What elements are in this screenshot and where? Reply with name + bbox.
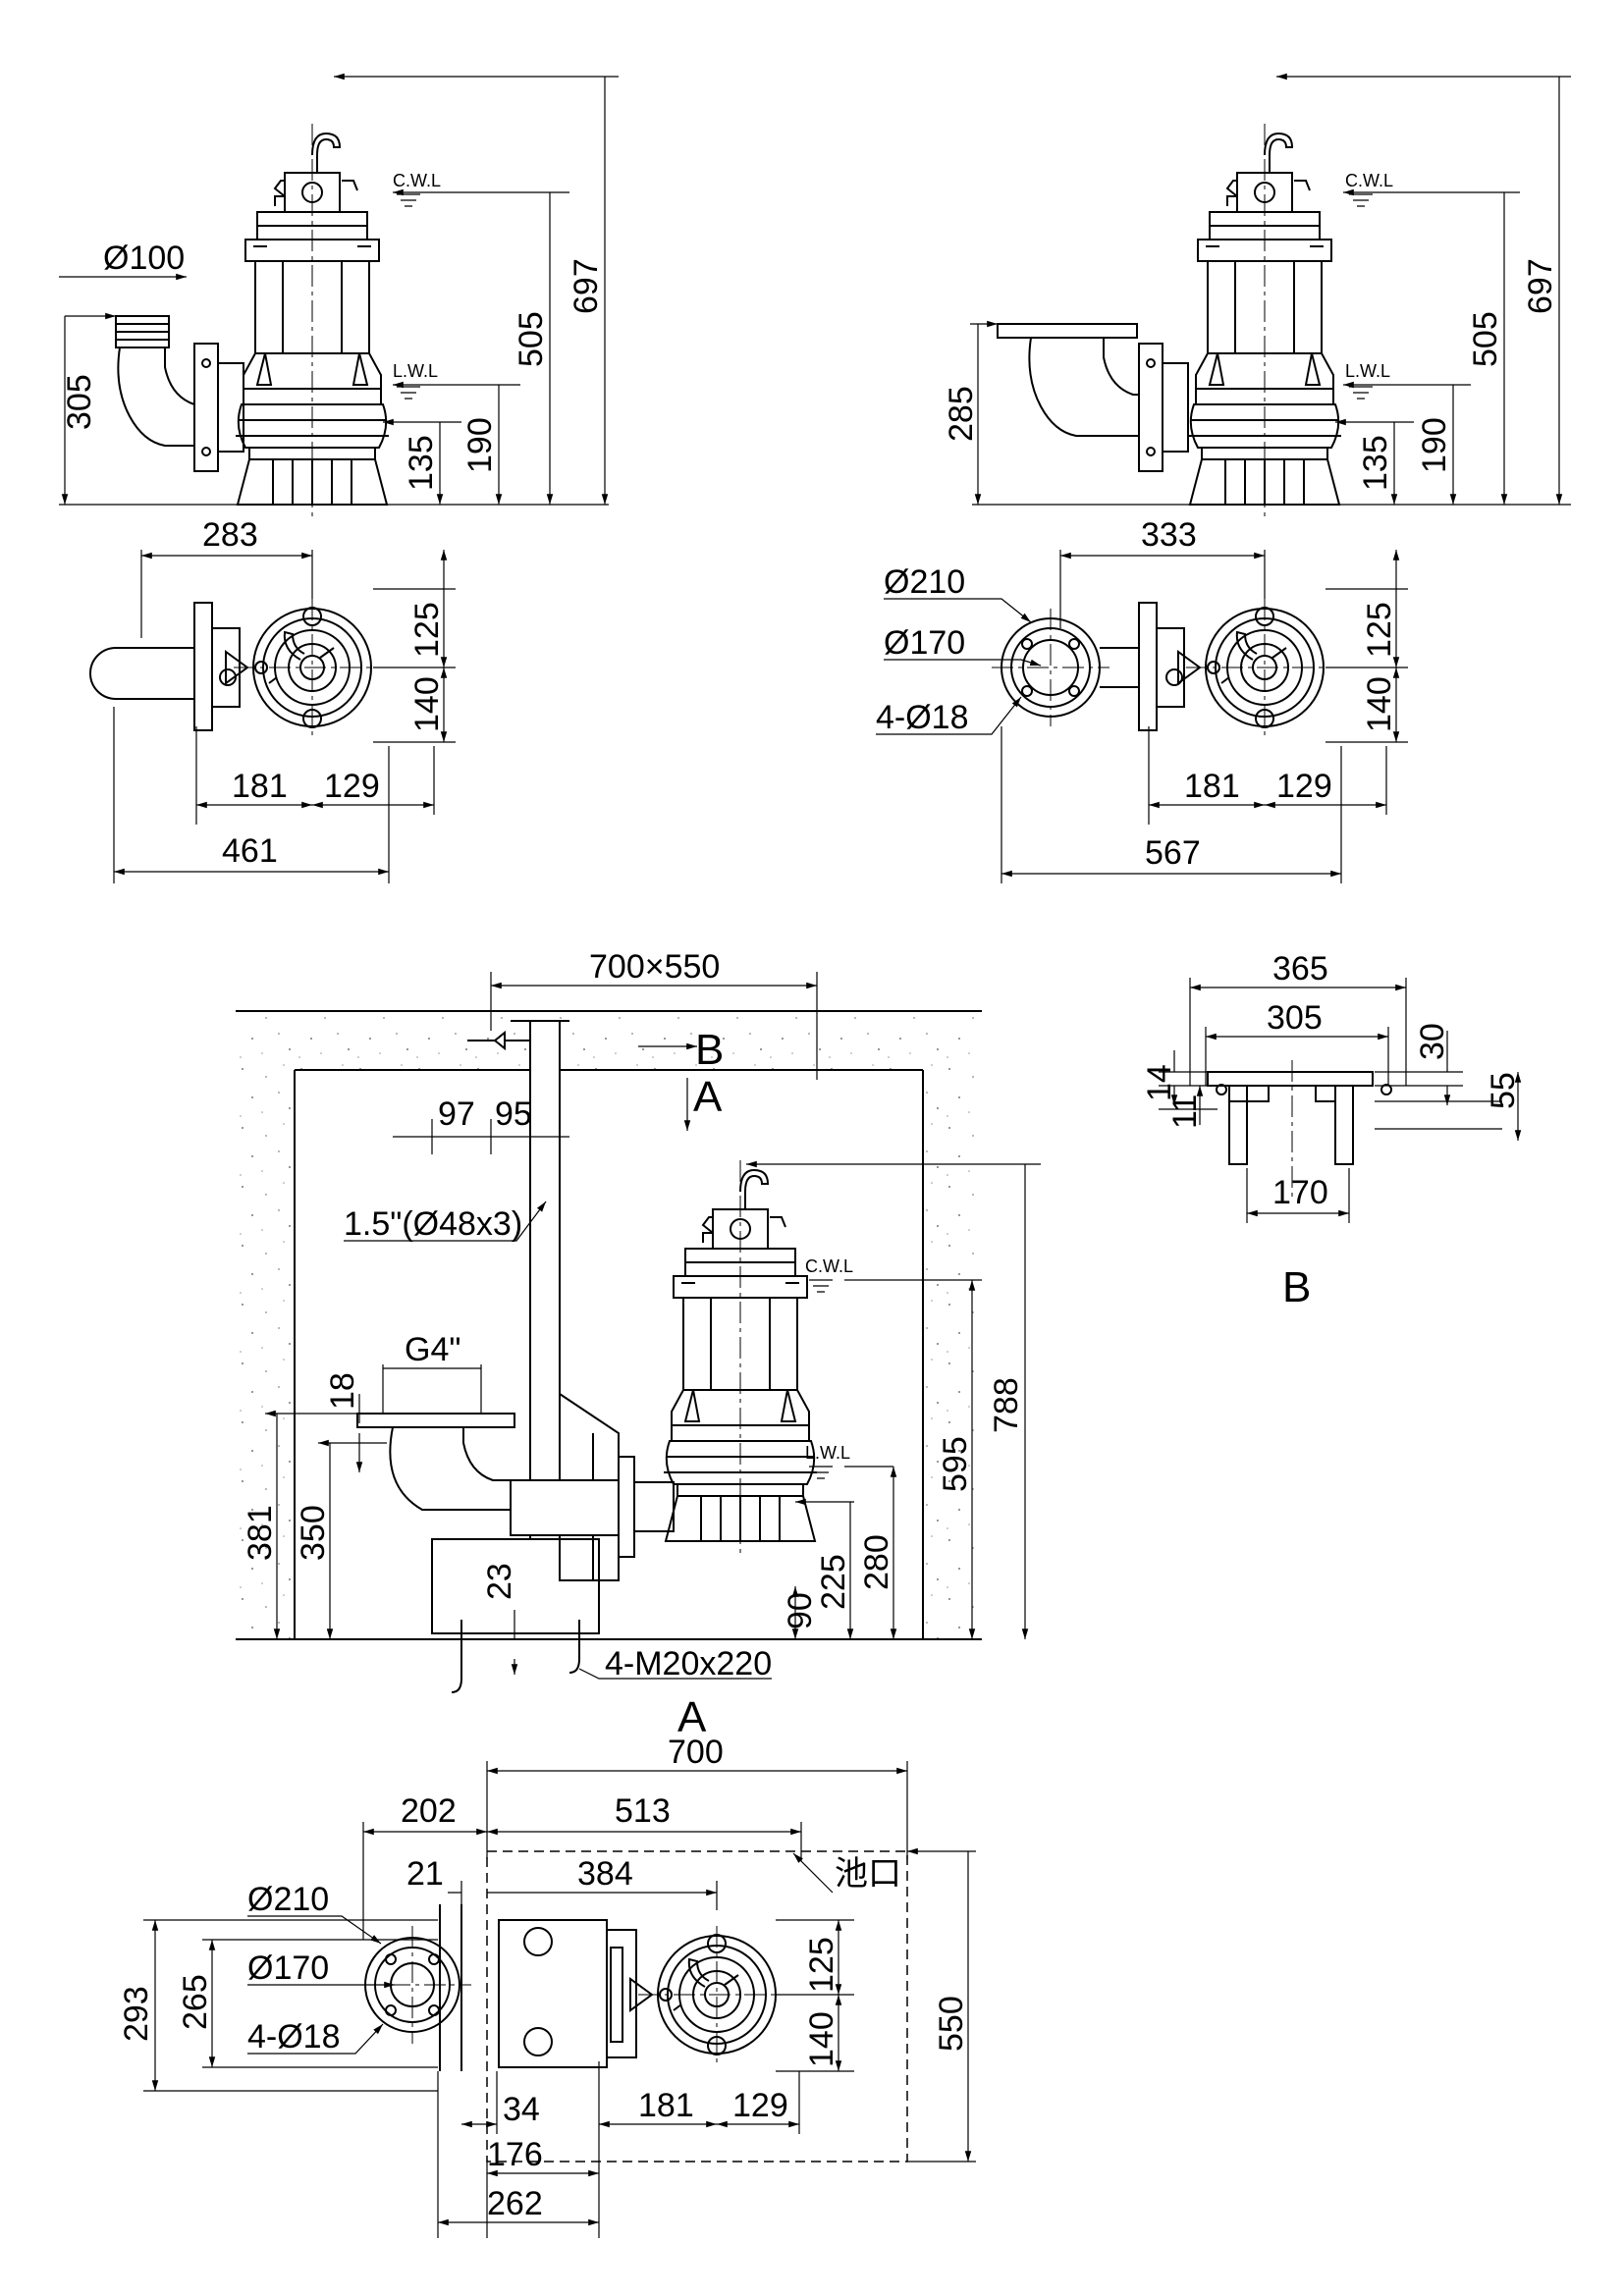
dim-170: 170 [1272,1174,1328,1211]
dim-225: 225 [815,1554,852,1610]
lwl-label: L.W.L [1345,361,1390,381]
dim-513: 513 [615,1792,671,1830]
dim-176: 176 [487,2136,543,2173]
dim-125: 125 [803,1937,840,1993]
dim-21: 21 [406,1855,444,1893]
dim-holes: 4-Ø18 [247,2018,341,2056]
dim-505: 505 [513,311,550,367]
plan-view-left: 283 125 140 181 129 461 [89,516,456,883]
dim-55: 55 [1485,1072,1522,1109]
dim-181: 181 [638,2087,694,2124]
dim-550: 550 [933,1996,970,2052]
dim-pit: 700×550 [589,948,720,986]
dim-190: 190 [1416,417,1453,473]
pipe-label: 1.5"(Ø48x3) [344,1205,522,1243]
dim-181: 181 [232,768,288,805]
dim-125: 125 [408,602,446,658]
dim-190: 190 [461,417,499,473]
dim-202: 202 [401,1792,457,1830]
dim-phi170: Ø170 [247,1949,329,1987]
dim-265: 265 [177,1974,214,2030]
dim-phi170: Ø170 [884,624,965,662]
dim-140: 140 [803,2011,840,2067]
dim-381: 381 [242,1505,279,1561]
dim-phi100: Ø100 [103,240,185,277]
section-mark-a-top: A [693,1073,723,1121]
dim-305: 305 [61,374,98,430]
pool-label: 池口 [835,1855,901,1893]
dim-285: 285 [943,386,980,442]
dim-125: 125 [1361,602,1398,658]
dim-567: 567 [1145,834,1201,872]
plan-view-right: 333 Ø210 Ø170 4-Ø18 125 140 181 129 567 [876,516,1408,883]
installation-section: 700×550 B A 97 95 1.5"(Ø48x3) G4" 18 381… [236,948,1041,1741]
dim-18: 18 [324,1372,361,1410]
top-right-elevation: 285 697 505 190 135 C.W.L L.W.L [943,77,1571,517]
dim-11: 11 [1166,1095,1204,1129]
dim-97: 97 [438,1095,475,1133]
dim-280: 280 [858,1534,895,1590]
dim-23: 23 [481,1563,518,1600]
dim-293: 293 [118,1986,155,2042]
section-mark-a-bottom: A [677,1693,707,1741]
g4-label: G4" [405,1331,460,1368]
dim-350: 350 [295,1505,332,1561]
dim-95: 95 [495,1095,532,1133]
dim-140: 140 [1361,676,1398,732]
dim-461: 461 [222,832,278,870]
dim-129: 129 [324,768,380,805]
dim-90: 90 [782,1592,819,1629]
dim-305: 305 [1267,999,1323,1037]
dim-135: 135 [1357,435,1394,491]
dim-384: 384 [577,1855,633,1893]
lwl-label: L.W.L [805,1443,850,1463]
dim-holes: 4-Ø18 [876,699,969,736]
bolts-label: 4-M20x220 [605,1645,772,1682]
section-mark-b: B [695,1026,724,1074]
dim-697: 697 [1522,258,1559,314]
dim-700: 700 [668,1734,724,1771]
top-left-elevation: Ø100 305 697 505 190 135 C.W.L L.W.L [59,77,619,517]
cwl-label: C.W.L [1345,171,1393,190]
dim-phi210: Ø210 [247,1881,329,1918]
dim-129: 129 [732,2087,788,2124]
detail-b: 365 305 30 55 14 11 170 B [1141,950,1522,1311]
dim-595: 595 [937,1436,974,1492]
dim-697: 697 [568,258,605,314]
dim-283: 283 [202,516,258,554]
dim-14: 14 [1141,1064,1178,1101]
dim-333: 333 [1141,516,1197,554]
dim-262: 262 [487,2185,543,2222]
dim-129: 129 [1276,768,1332,805]
detail-b-title: B [1282,1263,1311,1311]
installation-plan: 700 202 513 21 384 池口 Ø210 Ø170 4-Ø18 29… [118,1734,976,2238]
dim-30: 30 [1414,1023,1451,1060]
dim-phi210: Ø210 [884,563,965,601]
dim-505: 505 [1467,311,1504,367]
lwl-label: L.W.L [393,361,438,381]
dim-140: 140 [408,676,446,732]
dim-788: 788 [988,1377,1025,1433]
dim-365: 365 [1272,950,1328,988]
dim-135: 135 [403,435,440,491]
cwl-label: C.W.L [805,1256,853,1276]
dim-34: 34 [503,2091,540,2128]
cwl-label: C.W.L [393,171,441,190]
dim-181: 181 [1184,768,1240,805]
